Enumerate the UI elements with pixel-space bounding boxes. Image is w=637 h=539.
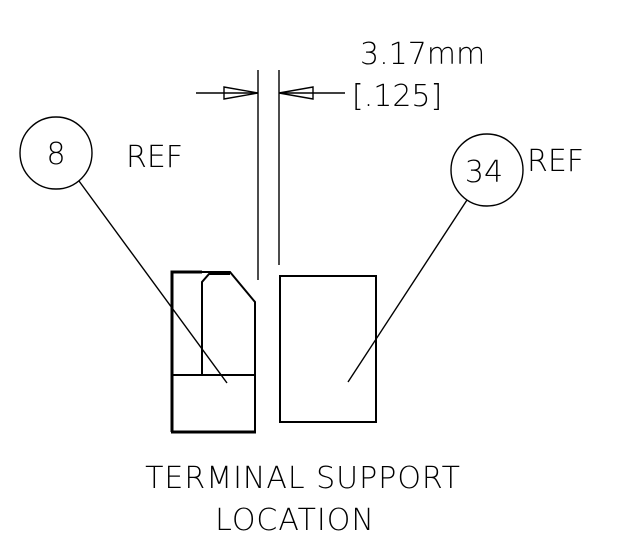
balloon-34 — [450, 133, 524, 207]
dimension-metric: 3.17mm — [360, 37, 485, 72]
leader-line-34 — [347, 199, 468, 383]
balloon-8 — [19, 116, 93, 190]
terminal-support-part-left — [170, 270, 256, 434]
terminal-support-part-right — [279, 275, 377, 423]
balloon-34-ref-label: REF — [527, 144, 584, 179]
dimension-imperial: [.125] — [352, 79, 442, 114]
caption-line-2: LOCATION — [215, 503, 375, 538]
balloon-8-number: 8 — [46, 137, 65, 172]
balloon-34-number: 34 — [465, 155, 503, 190]
arrowhead-left — [223, 86, 259, 100]
arrowhead-right — [278, 86, 314, 100]
balloon-8-ref-label: REF — [126, 140, 183, 175]
leader-line-8 — [78, 180, 228, 384]
caption-line-1: TERMINAL SUPPORT — [145, 461, 461, 496]
